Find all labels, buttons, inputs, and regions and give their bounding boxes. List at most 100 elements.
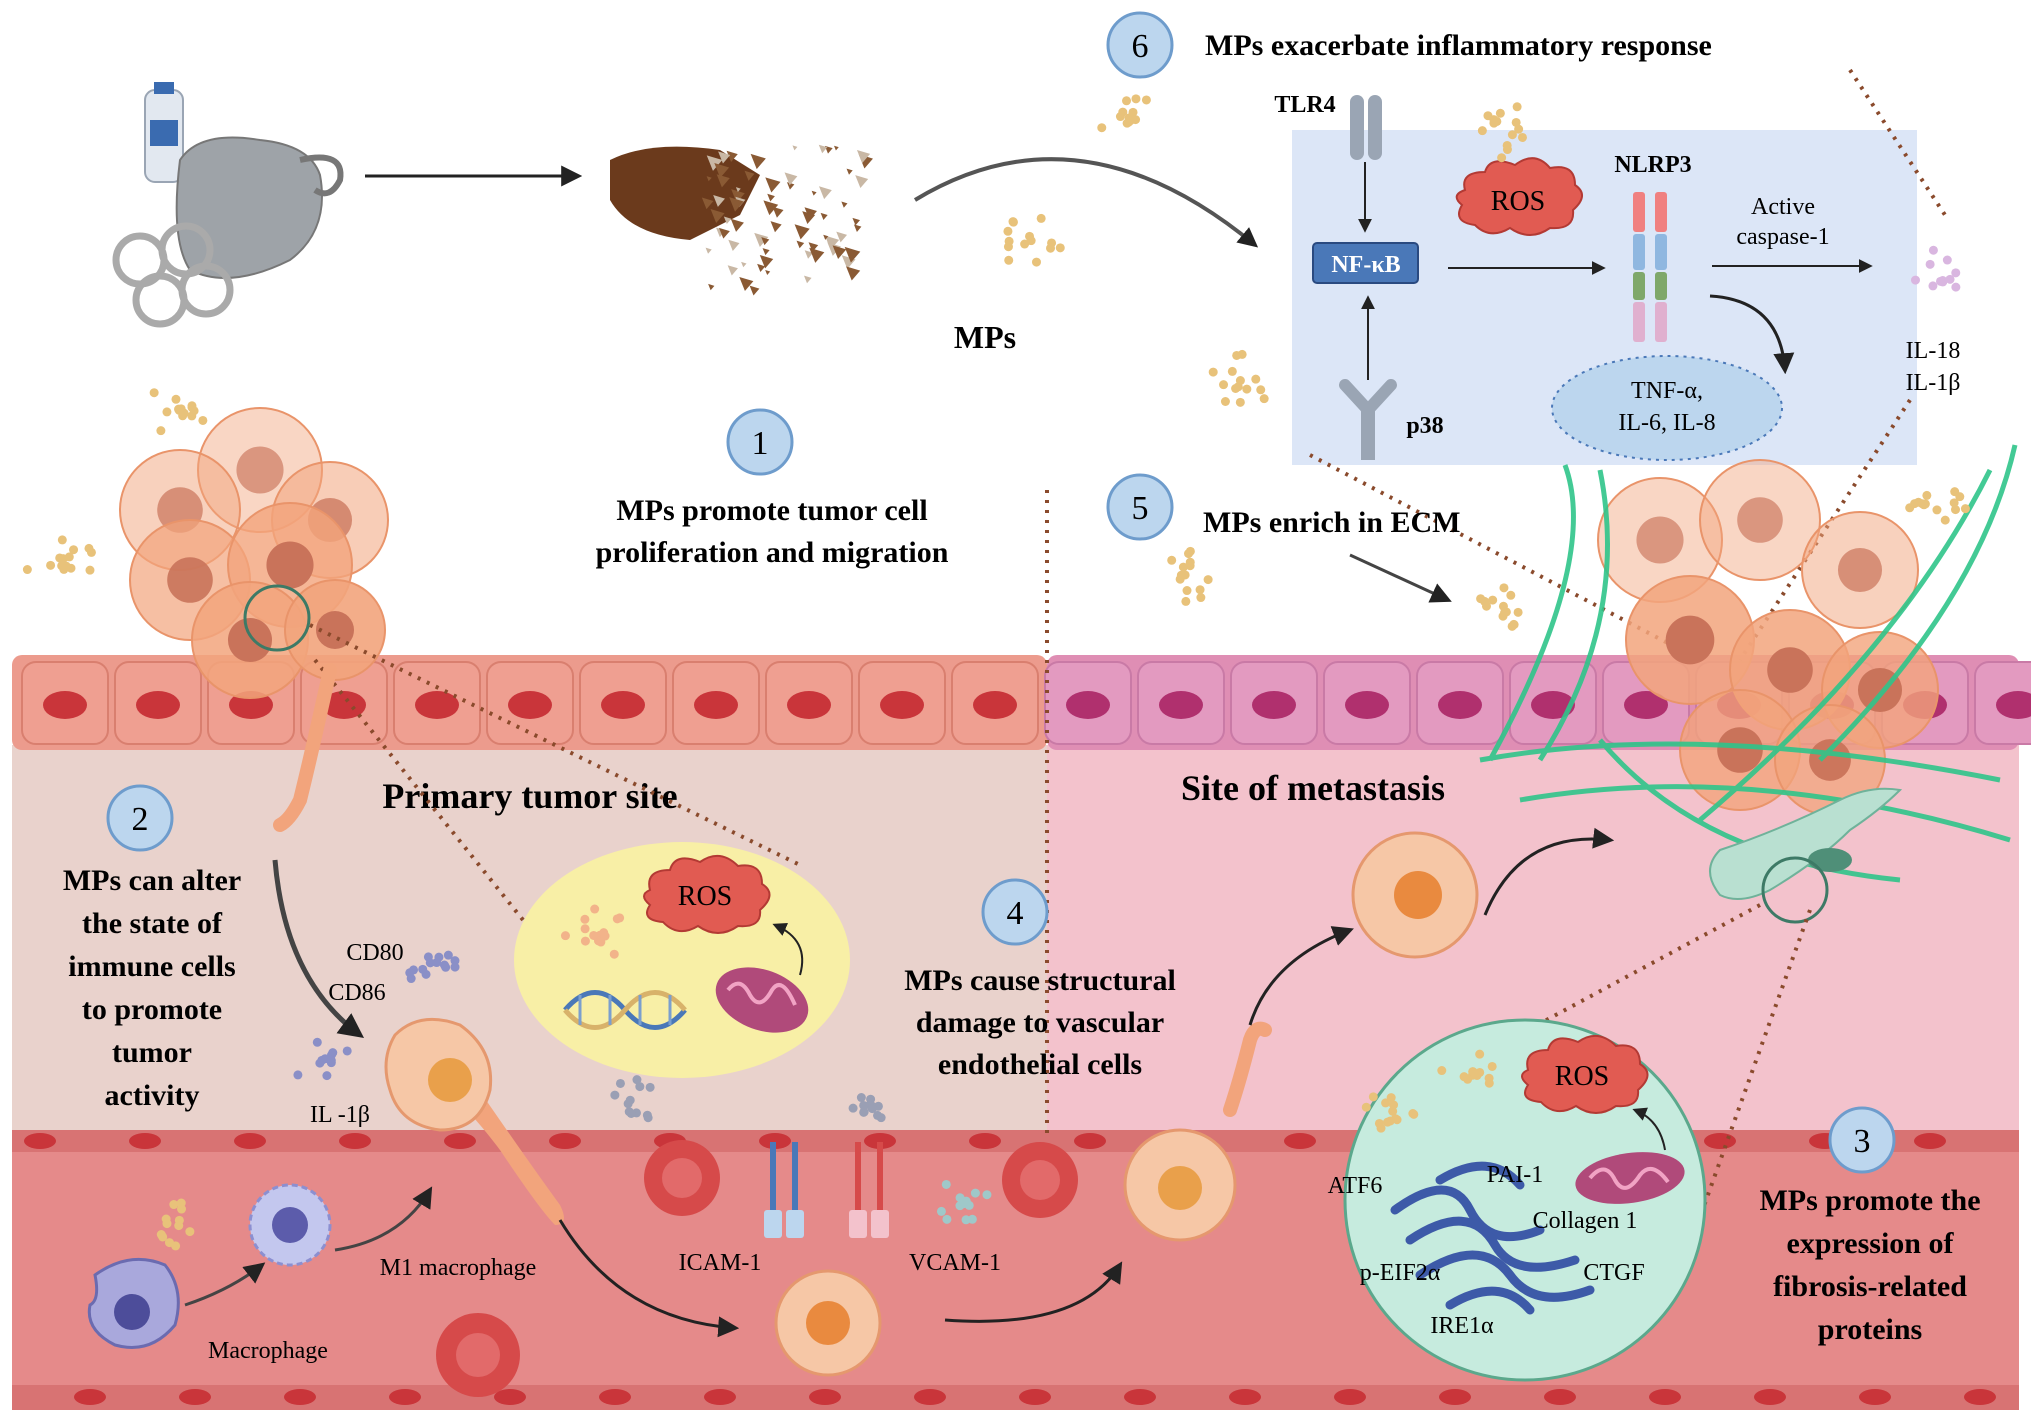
endothelial-nucleus bbox=[508, 691, 552, 719]
vessel-wall-nucleus bbox=[1074, 1133, 1106, 1149]
svg-text:6: 6 bbox=[1132, 28, 1149, 65]
mps-particle-cluster bbox=[293, 1037, 352, 1081]
ros-cloud-primary bbox=[643, 855, 771, 934]
vessel-wall-nucleus bbox=[179, 1389, 211, 1405]
tumor-nucleus bbox=[1837, 547, 1883, 593]
mps-to-pathway-arrow bbox=[913, 157, 1259, 248]
tumor-nucleus bbox=[1665, 615, 1715, 665]
peif2a-label: p-EIF2α bbox=[1360, 1260, 1441, 1286]
mps-particle-cluster bbox=[560, 904, 625, 959]
endothelial-nucleus bbox=[973, 691, 1017, 719]
svg-text:tumor: tumor bbox=[112, 1036, 192, 1069]
mps-particle-cluster bbox=[1208, 349, 1269, 407]
vessel-wall-nucleus bbox=[444, 1133, 476, 1149]
endothelial-nucleus bbox=[1345, 691, 1389, 719]
endothelial-nucleus bbox=[136, 691, 180, 719]
fibroblast-cell bbox=[1709, 787, 1903, 924]
plastic-fragment bbox=[718, 151, 731, 164]
vessel-wall-nucleus bbox=[74, 1389, 106, 1405]
plastic-fragment bbox=[818, 144, 828, 154]
step-1-text-line2: proliferation and migration bbox=[596, 536, 949, 569]
metastasizing-tumor-cell bbox=[1351, 831, 1479, 959]
plastic-fragment bbox=[701, 197, 714, 210]
endothelial-nucleus bbox=[1438, 691, 1482, 719]
il-particles bbox=[1910, 245, 1961, 292]
svg-text:2: 2 bbox=[132, 801, 149, 838]
vessel-wall-nucleus bbox=[1334, 1389, 1366, 1405]
zoom-line-primary-left bbox=[313, 658, 557, 962]
nlrp3-label: NLRP3 bbox=[1614, 152, 1691, 178]
tumor-nucleus bbox=[1767, 647, 1813, 693]
plastic-fragment bbox=[803, 275, 812, 284]
tumor-nucleus bbox=[316, 611, 354, 649]
cytokines-line2: IL-6, IL-8 bbox=[1618, 410, 1715, 436]
active-caspase-line2: caspase-1 bbox=[1736, 224, 1829, 250]
icam1-receptor-icon bbox=[764, 1142, 804, 1238]
tumor-nucleus bbox=[266, 541, 314, 589]
step-1-text-line1: MPs promote tumor cell bbox=[616, 494, 927, 527]
plastic-fragment bbox=[834, 145, 839, 151]
endothelial-nucleus bbox=[1066, 691, 1110, 719]
step-3-badge: 3 bbox=[1828, 1106, 1896, 1174]
svg-text:3: 3 bbox=[1854, 1123, 1871, 1160]
svg-text:immune cells: immune cells bbox=[68, 950, 235, 983]
plastic-fragment bbox=[784, 172, 798, 186]
tlr4-receptor-icon bbox=[1350, 95, 1382, 160]
zoom-line-fibrosis-left bbox=[1434, 903, 1761, 1082]
step-2-badge: 2 bbox=[106, 784, 174, 852]
cd80-label: CD80 bbox=[346, 940, 403, 966]
red-blood-cell bbox=[436, 1313, 520, 1397]
step-6-title: MPs exacerbate inflammatory response bbox=[1205, 29, 1712, 62]
plastic-fragment bbox=[750, 153, 766, 170]
tumor-nucleus bbox=[167, 557, 213, 603]
mito-to-ros-arrow-primary bbox=[772, 922, 804, 976]
il1b-label: IL-1β bbox=[1906, 370, 1961, 396]
plastic-fragment bbox=[804, 207, 817, 220]
plastic-fragment bbox=[819, 186, 832, 200]
mps-particle-cluster bbox=[405, 950, 460, 984]
mps-particles-fibrosis bbox=[1361, 1049, 1497, 1133]
plastic-fragment bbox=[706, 176, 712, 182]
ecm-arrow bbox=[1349, 553, 1452, 603]
plastic-fragment bbox=[811, 190, 817, 196]
extravasation-arrow-2 bbox=[944, 1261, 1123, 1323]
plastic-fragment bbox=[856, 149, 871, 164]
plastic-fragment bbox=[841, 201, 848, 208]
macrophage-label: Macrophage bbox=[208, 1338, 328, 1364]
fibrosis-zoom-circle bbox=[1343, 1018, 1707, 1382]
plastic-fragment bbox=[772, 206, 784, 218]
plastic-fragment bbox=[727, 265, 738, 276]
tumor-nucleus bbox=[227, 617, 273, 663]
svg-text:proteins: proteins bbox=[1818, 1313, 1922, 1346]
plastic-fragment bbox=[716, 174, 730, 188]
circulating-tumor-cell bbox=[774, 1269, 882, 1377]
plastic-fragment bbox=[723, 216, 732, 224]
tumor-nucleus bbox=[1737, 497, 1783, 543]
endothelial-nucleus bbox=[415, 691, 459, 719]
mps-particle-cluster bbox=[1361, 1092, 1419, 1133]
nfkb-box bbox=[1312, 242, 1419, 284]
plastic-fragment bbox=[744, 170, 755, 181]
step-4-text: MPs cause structural damage to vascular … bbox=[904, 964, 1176, 1081]
extravasation-arrow-1 bbox=[558, 1219, 740, 1338]
vessel-wall-nucleus bbox=[704, 1389, 736, 1405]
plastic-fragment bbox=[710, 209, 725, 224]
vcam1-label: VCAM-1 bbox=[909, 1250, 1001, 1276]
vessel-wall-nucleus bbox=[1649, 1389, 1681, 1405]
plastic-fragment bbox=[754, 232, 769, 247]
invading-tumor-cell bbox=[1123, 1021, 1272, 1242]
plastic-fragment bbox=[762, 248, 770, 256]
vessel-wall-nucleus bbox=[284, 1389, 316, 1405]
vessel-wall-nucleus bbox=[1229, 1389, 1261, 1405]
vessel-wall-nucleus bbox=[1124, 1389, 1156, 1405]
vessel-wall-nucleus bbox=[1859, 1389, 1891, 1405]
mps-particle-cluster bbox=[936, 1179, 992, 1225]
vessel-wall-nucleus bbox=[24, 1133, 56, 1149]
plastic-fragment bbox=[846, 266, 861, 281]
endothelial-nucleus bbox=[1252, 691, 1296, 719]
plastic-fragment bbox=[809, 247, 825, 263]
vessel-wall-nucleus bbox=[1439, 1389, 1471, 1405]
endoplasmic-reticulum-icon bbox=[1390, 1161, 1595, 1315]
svg-text:fibrosis-related: fibrosis-related bbox=[1773, 1270, 1967, 1303]
mps-particle-cluster bbox=[1003, 213, 1065, 267]
